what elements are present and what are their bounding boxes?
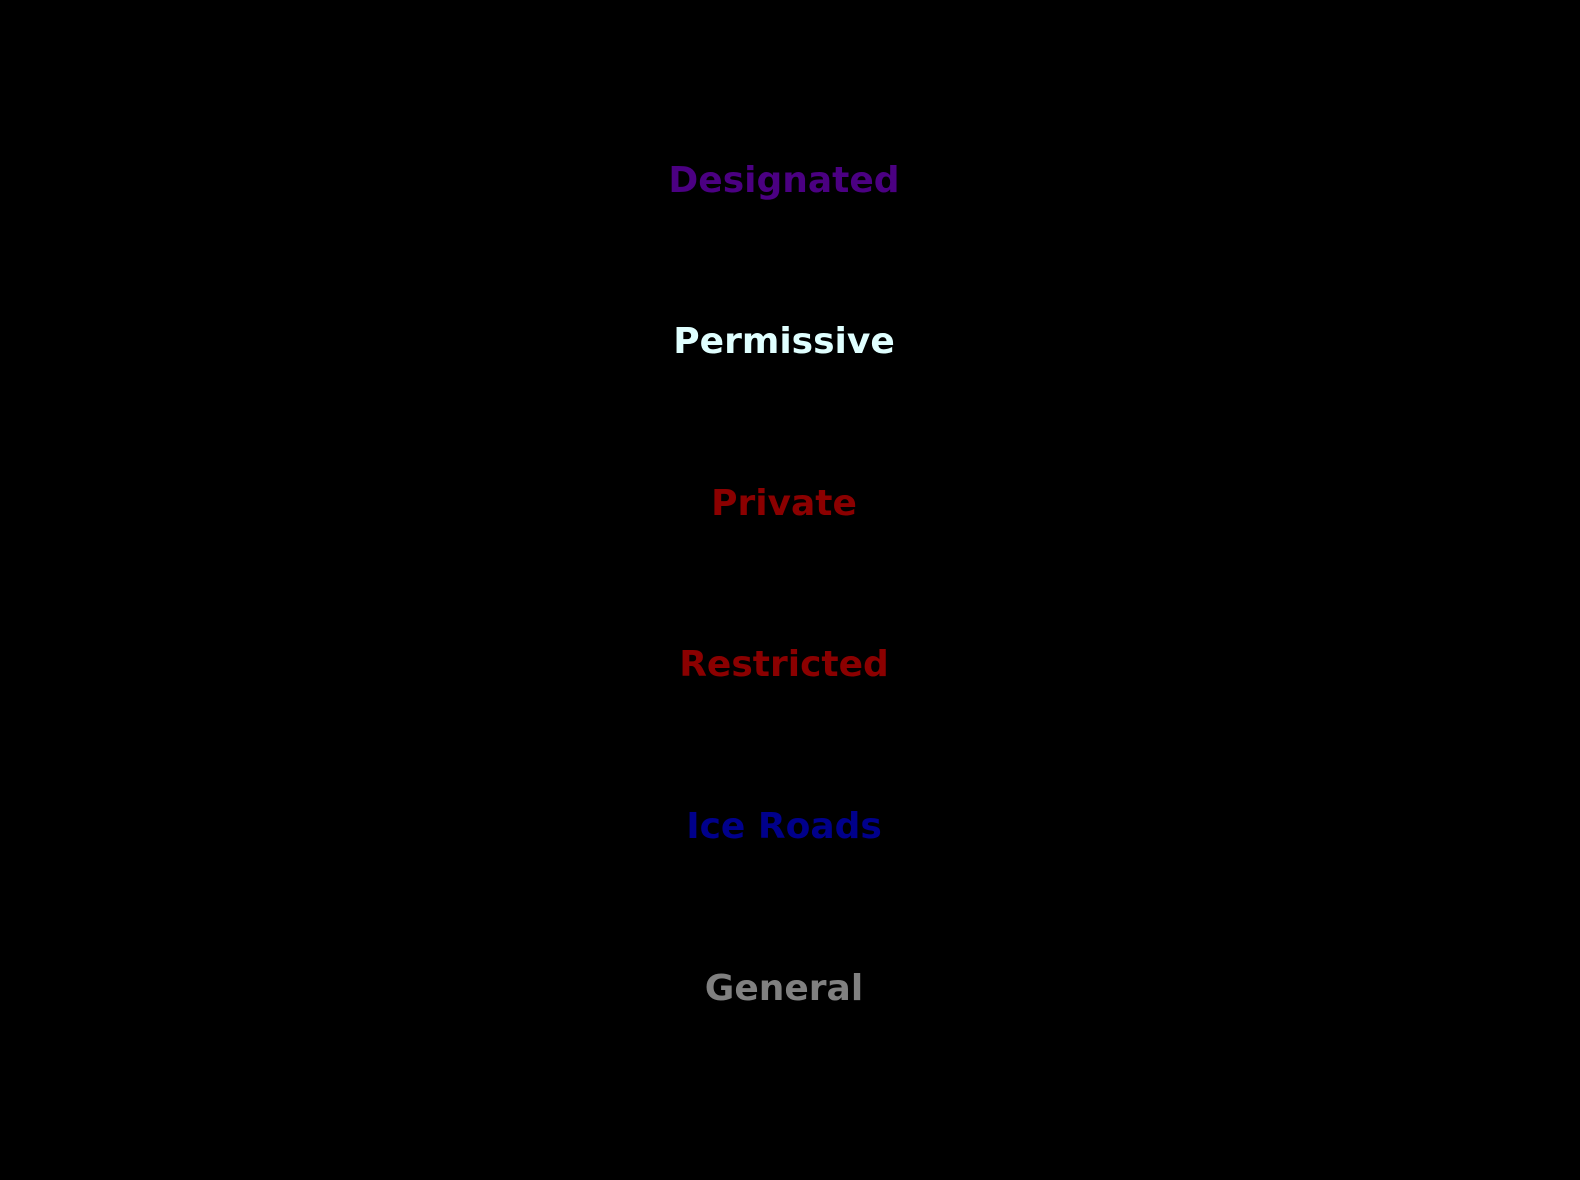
line-sample-left-private [170, 500, 701, 508]
legend-row-designated: Designated [170, 151, 1398, 211]
legend-label-private: Private [711, 483, 857, 524]
line-sample-left-ice-roads [170, 823, 676, 831]
line-sample-right-private [867, 500, 1398, 508]
legend-label-permissive: Permissive [673, 321, 895, 362]
legend-row-general: General [170, 959, 1398, 1019]
line-sample-left-general [170, 985, 695, 993]
legend-label-restricted: Restricted [679, 644, 889, 685]
line-sample-right-general [873, 985, 1398, 993]
line-sample-left-permissive [170, 338, 663, 346]
line-sample-right-restricted [899, 661, 1398, 669]
legend-row-private: Private [170, 474, 1398, 534]
line-sample-right-designated [910, 177, 1398, 185]
line-sample-left-restricted [170, 661, 669, 669]
line-sample-right-ice-roads [892, 823, 1398, 831]
line-sample-right-permissive [905, 338, 1398, 346]
legend-row-permissive: Permissive [170, 312, 1398, 372]
line-sample-left-designated [170, 177, 658, 185]
legend-label-designated: Designated [668, 160, 900, 201]
legend-row-restricted: Restricted [170, 635, 1398, 695]
legend-row-ice-roads: Ice Roads [170, 797, 1398, 857]
legend-label-general: General [704, 968, 864, 1009]
legend-label-ice-roads: Ice Roads [686, 806, 882, 847]
